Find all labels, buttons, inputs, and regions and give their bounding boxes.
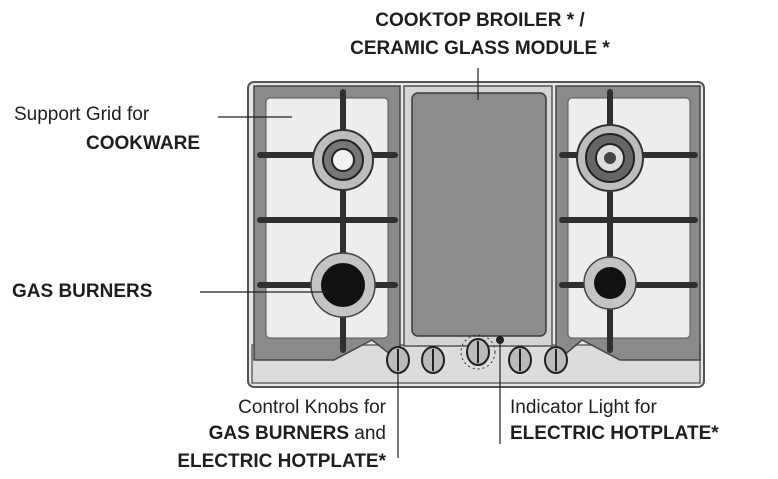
control-knobs-label-line3: ELECTRIC HOTPLATE* <box>177 451 386 472</box>
indicator-label-line1: Indicator Light for <box>510 397 657 418</box>
broiler-label-line2: CERAMIC GLASS MODULE * <box>350 38 610 59</box>
support-grid-label-line2: COOKWARE <box>86 133 200 154</box>
burner-icon <box>576 124 644 192</box>
control-knobs-label-line2: GAS BURNERS and <box>120 423 386 445</box>
control-knob-icon[interactable] <box>460 334 496 370</box>
control-knobs-label-line1: Control Knobs for <box>238 397 386 418</box>
support-grid-label-line1: Support Grid for <box>14 104 150 125</box>
broiler-label-line1: COOKTOP BROILER * / <box>375 10 585 31</box>
broiler-glass <box>411 92 547 337</box>
burner-icon <box>583 256 637 310</box>
gas-burners-label: GAS BURNERS <box>12 281 153 302</box>
control-knob-icon[interactable] <box>508 346 532 374</box>
burner-icon <box>312 129 374 191</box>
control-knobs-label-bold: GAS BURNERS <box>208 423 350 444</box>
control-knob-icon[interactable] <box>421 346 445 374</box>
control-knobs-label-and: and <box>349 423 386 444</box>
burner-icon <box>310 252 376 318</box>
indicator-label-line2: ELECTRIC HOTPLATE* <box>510 423 719 444</box>
indicator-light-icon <box>496 336 504 344</box>
control-knob-icon[interactable] <box>386 346 410 374</box>
control-knob-icon[interactable] <box>544 346 568 374</box>
